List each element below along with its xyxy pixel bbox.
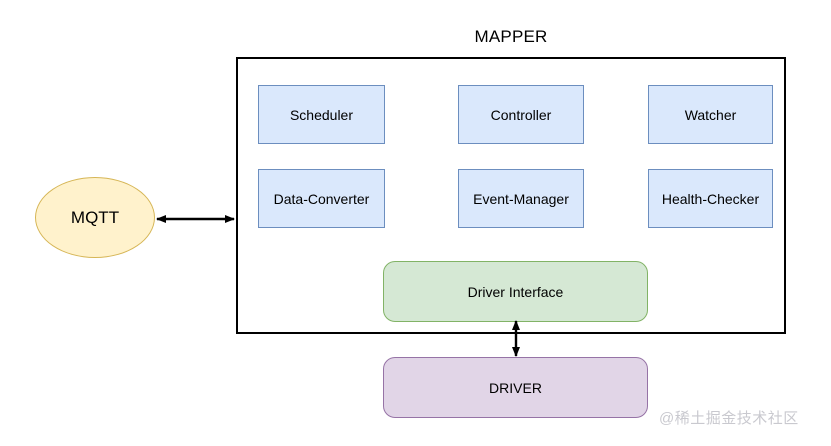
mapper-container (236, 57, 786, 334)
module-data-converter[interactable]: Data-Converter (258, 169, 385, 228)
watermark-text: @稀土掘金技术社区 (659, 410, 799, 427)
module-event-manager[interactable]: Event-Manager (458, 169, 584, 228)
module-scheduler[interactable]: Scheduler (258, 85, 385, 144)
driver-node[interactable]: DRIVER (383, 357, 648, 418)
mqtt-node[interactable]: MQTT (35, 177, 155, 258)
module-watcher[interactable]: Watcher (648, 85, 773, 144)
module-controller[interactable]: Controller (458, 85, 584, 144)
module-health-checker[interactable]: Health-Checker (648, 169, 773, 228)
page-title: MAPPER (474, 27, 548, 46)
driver-interface-node[interactable]: Driver Interface (383, 261, 648, 322)
